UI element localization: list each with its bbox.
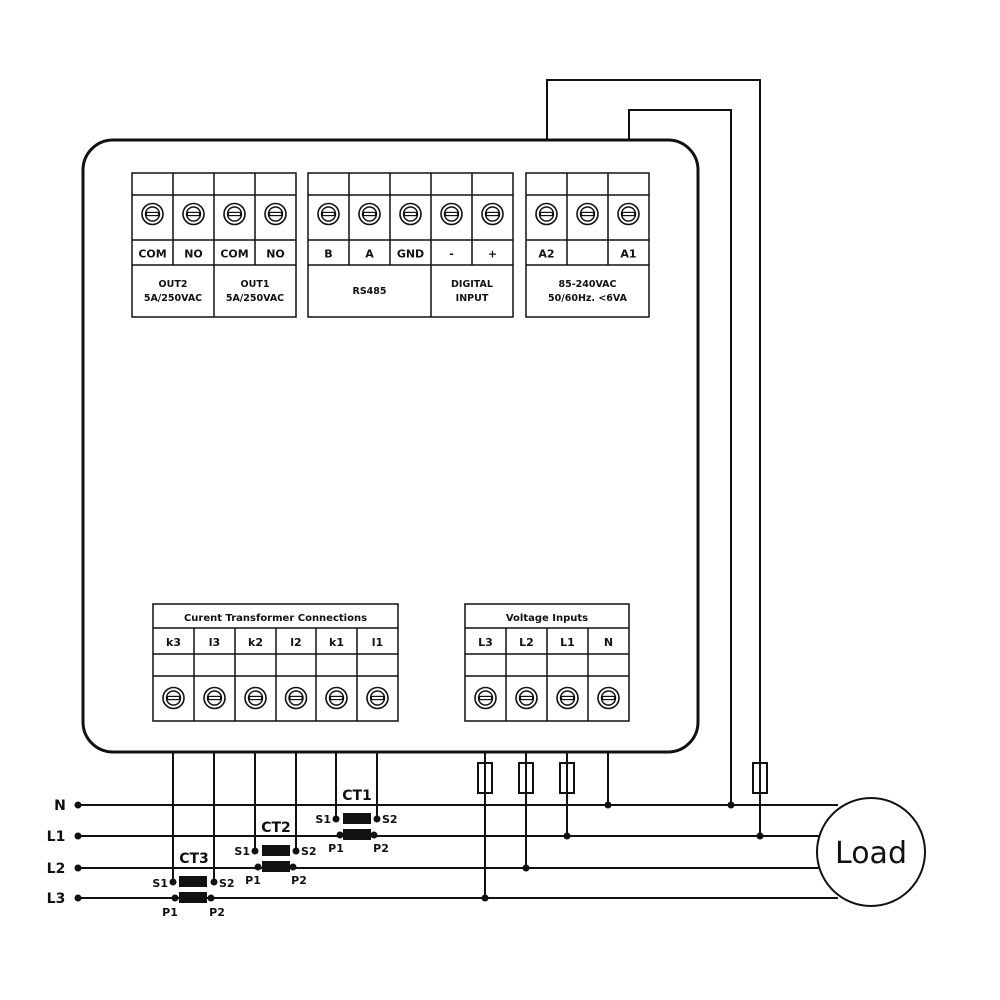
out1-rating: 5A/250VAC xyxy=(226,293,284,304)
screw-terminal-icon xyxy=(162,686,185,710)
screw-terminal-icon xyxy=(264,202,287,226)
supply-lines: N L1 L2 L3 xyxy=(47,798,838,907)
terminal-label-b: B xyxy=(324,248,332,261)
load-circle xyxy=(816,797,926,907)
screw-terminal-icon xyxy=(182,202,205,226)
terminal-label-com: COM xyxy=(138,248,166,261)
terminal-label-l2: l2 xyxy=(290,636,301,649)
terminal-label-a1: A1 xyxy=(620,248,636,261)
terminal-label-a: A xyxy=(365,248,374,261)
ct3-label: CT3 xyxy=(179,851,209,867)
terminal-label-l2: L2 xyxy=(519,636,534,649)
ct1-label: CT1 xyxy=(342,788,372,804)
out2-rating: 5A/250VAC xyxy=(144,293,202,304)
ct-secondary-wires xyxy=(172,752,378,882)
terminal-label-l3: l3 xyxy=(209,636,220,649)
line-l2-terminal-dot xyxy=(74,864,82,872)
voltage-input-wires xyxy=(477,752,768,902)
ct1-s1-label: S1 xyxy=(315,813,331,826)
screw-terminal-icon xyxy=(244,686,267,710)
terminal-label-k1: k1 xyxy=(329,636,344,649)
current-transformer-terminal-block: Curent Transformer Connections k3 l3 k2 … xyxy=(152,603,399,722)
supply-voltage-label: 85-240VAC xyxy=(558,279,616,290)
ct2-p2-label: P2 xyxy=(291,874,307,887)
screw-terminal-icon xyxy=(576,202,599,226)
out2-label: OUT2 xyxy=(159,279,188,290)
screw-terminal-icon xyxy=(325,686,348,710)
ct2-s2-label: S2 xyxy=(301,845,317,858)
terminal-label-plus: + xyxy=(488,248,497,261)
screw-terminal-icon xyxy=(223,202,246,226)
terminal-label-l1: L1 xyxy=(560,636,575,649)
ct2-s1-label: S1 xyxy=(234,845,250,858)
terminal-label-com: COM xyxy=(220,248,248,261)
screw-terminal-icon xyxy=(597,686,620,710)
line-label-l3: L3 xyxy=(47,891,66,907)
rs485-label: RS485 xyxy=(353,286,387,297)
supply-frequency-label: 50/60Hz. <6VA xyxy=(548,293,628,304)
terminal-label-n: N xyxy=(604,636,613,649)
terminal-label-gnd: GND xyxy=(397,248,424,261)
line-n-terminal-dot xyxy=(74,801,82,809)
ct2-p1-label: P1 xyxy=(245,874,261,887)
terminal-label-k3: k3 xyxy=(166,636,181,649)
terminal-label-no: NO xyxy=(266,248,285,261)
screw-terminal-icon xyxy=(284,686,308,710)
ct1-transformer: CT1 S1 S2 P1 P2 xyxy=(315,788,397,855)
screw-terminal-icon xyxy=(617,202,640,226)
voltage-inputs-terminal-block: Voltage Inputs L3 L2 L1 N xyxy=(464,603,630,722)
screw-terminal-icon xyxy=(556,686,579,710)
screw-terminal-icon xyxy=(440,202,463,226)
communication-terminal-block: B A GND - + RS485 DIGITAL INPUT xyxy=(307,172,514,318)
out1-label: OUT1 xyxy=(241,279,270,290)
screw-terminal-icon xyxy=(317,202,340,226)
screw-terminal-icon xyxy=(535,202,558,226)
ct3-p2-label: P2 xyxy=(209,906,225,919)
digital-input-label-2: INPUT xyxy=(456,293,489,304)
ct2-transformer: CT2 S1 S2 P1 P2 xyxy=(234,820,316,887)
digital-input-label: DIGITAL xyxy=(451,279,493,290)
screw-terminal-icon xyxy=(203,686,226,710)
screw-terminal-icon xyxy=(366,686,389,710)
output-terminal-block: COM NO COM NO OUT2 5A/250VAC OUT1 5A/250… xyxy=(131,172,297,318)
terminal-label-l3: L3 xyxy=(478,636,493,649)
screw-terminal-icon xyxy=(474,686,497,710)
terminal-label-no: NO xyxy=(184,248,203,261)
line-l1-terminal-dot xyxy=(74,832,82,840)
line-l3-terminal-dot xyxy=(74,894,82,902)
terminal-label-a2: A2 xyxy=(538,248,554,261)
ct-block-title: Curent Transformer Connections xyxy=(184,613,367,624)
line-label-l1: L1 xyxy=(47,829,66,845)
screw-terminal-icon xyxy=(399,202,422,226)
ct3-transformer: CT3 S1 S2 P1 P2 xyxy=(152,851,234,919)
screw-terminal-icon xyxy=(141,202,164,226)
ct2-label: CT2 xyxy=(261,820,291,836)
screw-terminal-icon xyxy=(515,686,538,710)
line-label-l2: L2 xyxy=(47,861,66,877)
terminal-label-k2: k2 xyxy=(248,636,263,649)
aux-supply-wires xyxy=(546,79,761,805)
ct1-p1-label: P1 xyxy=(328,842,344,855)
ct1-p2-label: P2 xyxy=(373,842,389,855)
terminal-label-l1: l1 xyxy=(372,636,383,649)
screw-terminal-icon xyxy=(481,202,504,226)
ct3-s1-label: S1 xyxy=(152,877,168,890)
line-label-n: N xyxy=(54,798,66,814)
load-label: Load xyxy=(835,836,907,871)
power-supply-terminal-block: A2 A1 85-240VAC 50/60Hz. <6VA xyxy=(525,172,650,318)
voltage-block-title: Voltage Inputs xyxy=(506,613,588,624)
terminal-label-minus: - xyxy=(449,248,454,261)
ct1-s2-label: S2 xyxy=(382,813,398,826)
ct3-s2-label: S2 xyxy=(219,877,235,890)
ct3-p1-label: P1 xyxy=(162,906,178,919)
screw-terminal-icon xyxy=(358,202,381,226)
load: Load xyxy=(816,797,926,907)
